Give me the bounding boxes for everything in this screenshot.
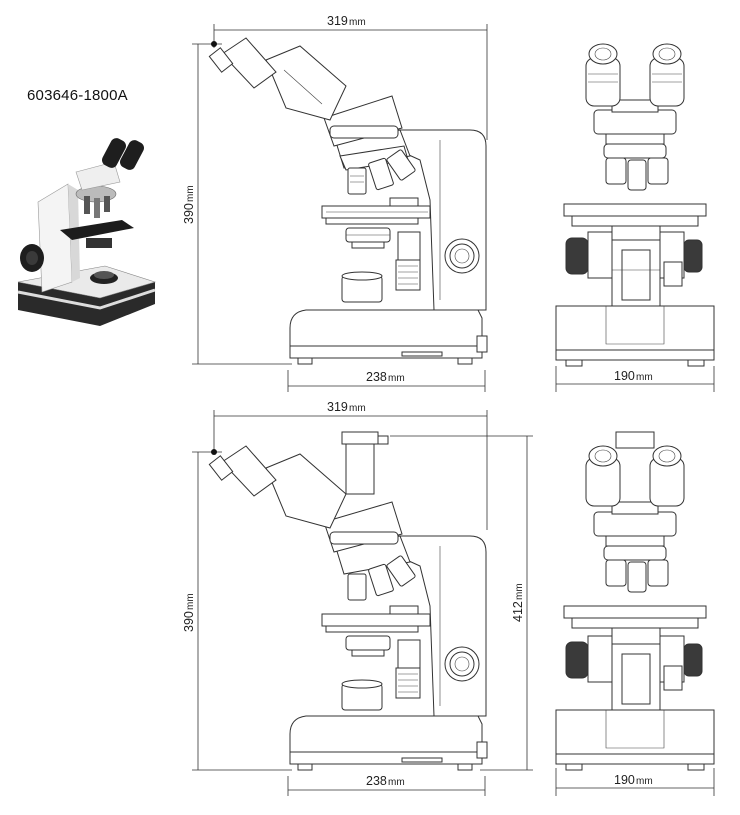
tri-side-eyepieces xyxy=(208,445,347,529)
tri-side-condenser xyxy=(345,635,391,657)
front-base-value: 190 xyxy=(614,369,635,383)
dimension-width-319-tri: 319 mm xyxy=(213,400,488,530)
dim-height-value: 390 xyxy=(182,203,196,224)
side-focus-knob xyxy=(395,231,421,291)
tri-dim-base-value: 238 xyxy=(366,774,387,788)
binocular-front-view: 190 mm xyxy=(555,43,715,392)
dim-base-value: 238 xyxy=(366,370,387,384)
side-condenser xyxy=(345,227,391,249)
photo-stage xyxy=(60,220,134,248)
tri-dim-height-value: 390 xyxy=(182,611,196,632)
tri-front-base xyxy=(555,709,715,771)
dimension-base-238-tri: 238 mm xyxy=(287,774,486,796)
tri-front-eyepieces xyxy=(585,445,685,507)
binocular-side-view: 319 mm 390 mm 238 mm xyxy=(182,14,488,392)
photo-focus-knob xyxy=(20,244,44,272)
front-knobs xyxy=(565,231,703,287)
tri-front-head xyxy=(593,501,677,547)
tri-dim-height-unit: mm xyxy=(185,593,196,610)
dimension-base-238: 238 mm xyxy=(287,370,486,392)
tri-front-base-unit: mm xyxy=(636,776,653,787)
trinocular-side-view: 319 mm 390 mm 412 mm 238 mm xyxy=(182,400,533,796)
front-nosepiece xyxy=(603,143,669,191)
front-stage xyxy=(563,203,707,241)
tri-side-stage xyxy=(321,605,431,633)
side-eyepieces xyxy=(208,37,347,121)
side-head xyxy=(323,95,403,147)
tri-dim-total-height-unit: mm xyxy=(514,583,525,600)
tri-side-focus-knob xyxy=(395,639,421,699)
tri-side-base xyxy=(289,715,488,771)
tri-front-camera-port xyxy=(615,431,655,449)
tri-dim-width-value: 319 xyxy=(327,400,348,414)
tri-side-head xyxy=(323,501,403,553)
tri-front-column xyxy=(611,643,661,711)
tri-front-nosepiece xyxy=(603,545,669,593)
dim-base-unit: mm xyxy=(388,373,405,384)
tri-dim-total-height-value: 412 xyxy=(511,601,525,622)
tri-side-camera-port xyxy=(341,431,389,495)
dim-width-value: 319 xyxy=(327,14,348,28)
tri-dim-base-unit: mm xyxy=(388,777,405,788)
tri-dim-width-unit: mm xyxy=(349,403,366,414)
side-lamp xyxy=(341,271,383,303)
tri-front-knobs xyxy=(565,635,703,691)
side-arm xyxy=(397,129,487,311)
photo-nosepiece xyxy=(75,185,117,218)
model-number: 603646-1800A xyxy=(27,87,128,104)
front-base-unit: mm xyxy=(636,372,653,383)
tri-side-lamp xyxy=(341,679,383,711)
front-column xyxy=(611,239,661,307)
front-dimension-190: 190 mm xyxy=(555,366,715,392)
dim-height-unit: mm xyxy=(185,185,196,202)
trinocular-front-view: 190 mm xyxy=(555,431,715,796)
dimension-height-412: 412 mm xyxy=(390,435,533,771)
side-base xyxy=(289,309,488,365)
tri-front-dimension-190: 190 mm xyxy=(555,768,715,796)
microscope-photo xyxy=(17,138,157,326)
dim-width-unit: mm xyxy=(349,17,366,28)
tri-side-arm xyxy=(397,535,487,717)
tri-front-stage xyxy=(563,605,707,645)
front-base xyxy=(555,305,715,367)
tri-front-base-value: 190 xyxy=(614,773,635,787)
front-eyepieces xyxy=(585,43,685,107)
dimension-height-390-tri: 390 mm xyxy=(182,449,292,771)
photo-head xyxy=(75,138,144,191)
side-stage xyxy=(321,197,431,225)
front-head xyxy=(593,99,677,145)
photo-lamp xyxy=(90,271,118,284)
dimension-height-390: 390 mm xyxy=(182,41,292,365)
